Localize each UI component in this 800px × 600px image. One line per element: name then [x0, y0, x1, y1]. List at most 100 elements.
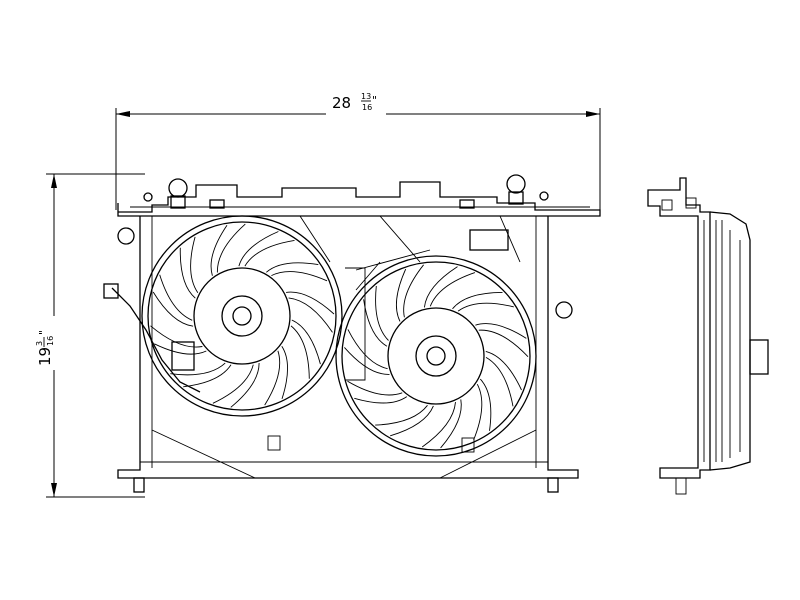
shroud-inner-sides [151, 216, 537, 468]
fan-left-blade-edge [281, 346, 288, 400]
fan-left-blade [190, 236, 199, 293]
fan-left-blade [288, 297, 333, 333]
fan-left-blade [290, 325, 310, 379]
width-arrow-left [116, 111, 130, 117]
bottom-foot-right [547, 477, 559, 493]
fan-right-blades [344, 264, 529, 449]
fan-right-blade [347, 380, 403, 396]
fan-right-blade [375, 285, 389, 341]
fan-right-blade-edge [395, 268, 407, 322]
fan-right-hub [415, 335, 457, 377]
height-whole: 19 [36, 347, 54, 366]
fan-left-blade [212, 364, 254, 404]
height-label-bg [36, 316, 56, 370]
fan-right-blade-edge [390, 405, 434, 437]
height-numerator: 3 [35, 341, 44, 346]
fan-left-blade-edge [266, 262, 319, 273]
height-label: 19 3 16 " [35, 316, 56, 370]
fan-right-blade-edge [452, 291, 503, 310]
fan-left-blade-edge [291, 319, 321, 365]
fan-right-blade [473, 383, 483, 441]
top-connector-left-base [170, 195, 186, 209]
fan-right-blade-edge [440, 399, 462, 449]
width-denominator: 16 [362, 103, 372, 112]
bottom-foot-left [133, 477, 145, 493]
center-bracket [345, 267, 366, 381]
fan-left-blade-edge [152, 291, 194, 327]
fan-left-blade [150, 325, 203, 348]
fan-left-blade [264, 350, 281, 406]
fan-right-blade-edge [363, 299, 388, 347]
fan-left-blades [150, 223, 335, 408]
fan-right-blade [429, 272, 476, 307]
fan-left-blade-edge [238, 231, 279, 267]
fan-left [141, 215, 343, 417]
top-clip [459, 199, 475, 209]
fan-right-ring-outer [335, 255, 537, 457]
fan-right-blade-edge [354, 396, 408, 404]
fan-left-motor-housing [193, 267, 291, 365]
wire-connector [103, 283, 119, 299]
top-boss-2 [539, 191, 549, 201]
top-clip-2 [209, 199, 225, 209]
width-arrow-right [586, 111, 600, 117]
fan-left-blade [216, 223, 246, 273]
bottom-clip-right [461, 437, 475, 453]
fan-left-blade-edge [230, 362, 260, 408]
fan-left-blade [170, 362, 226, 376]
fan-left-blade [244, 239, 295, 267]
side-view [647, 177, 769, 495]
fan-right-blade [347, 329, 388, 370]
height-unit: " [37, 330, 50, 335]
width-whole: 28 [332, 94, 351, 112]
height-arrow-bottom [51, 483, 57, 497]
fan-left-shaft [232, 306, 252, 326]
top-connector-right-base [508, 191, 524, 205]
front-view [103, 174, 601, 493]
top-connector-left [168, 178, 188, 198]
label-plate [469, 229, 509, 251]
fan-left-blade-edge [210, 224, 228, 276]
bottom-clip-left [267, 435, 281, 451]
top-boss-1 [143, 192, 153, 202]
height-denominator: 16 [46, 336, 55, 346]
side-shroud-ribs [715, 220, 741, 462]
fan-left-blade-edge [154, 343, 207, 355]
fan-right-blade [485, 357, 514, 407]
side-bottom-foot [675, 477, 687, 495]
shroud-outline [117, 216, 579, 479]
fan-left-hub [221, 295, 263, 337]
fan-right-blade [457, 302, 514, 312]
wire-harness [111, 287, 201, 393]
width-unit: " [372, 94, 377, 107]
fan-right-blade [478, 329, 529, 358]
fan-right-ring-inner [341, 261, 531, 451]
side-shroud [709, 211, 751, 471]
fan-right-blade-edge [479, 378, 492, 431]
side-top-clip [661, 199, 673, 211]
fan-right-blade [375, 405, 428, 426]
fan-right-motor-housing [387, 307, 485, 405]
fan-right-blade-edge [423, 266, 458, 308]
width-label-bg [326, 103, 386, 121]
fan-left-blade-edge [183, 364, 232, 388]
fan-right-blade [421, 402, 456, 448]
height-dimension: 19 3 16 " [35, 173, 145, 498]
top-connector-right [506, 174, 526, 194]
top-rail [117, 181, 601, 217]
fan-right-shaft [426, 346, 446, 366]
side-top-clip-2 [685, 197, 697, 209]
fan-left-blade-edge [286, 291, 335, 315]
fan-right [335, 255, 537, 457]
shroud-struts [151, 215, 537, 479]
fan-left-ring-inner [147, 221, 337, 411]
fan-right-blade-edge [344, 347, 390, 375]
side-mount-left [117, 227, 135, 245]
fan-right-blade [403, 264, 424, 318]
fan-left-blade-edge [179, 247, 196, 299]
fan-right-blade-edge [475, 323, 527, 339]
width-numerator: 13 [361, 92, 371, 101]
fan-right-blade-edge [485, 350, 522, 391]
